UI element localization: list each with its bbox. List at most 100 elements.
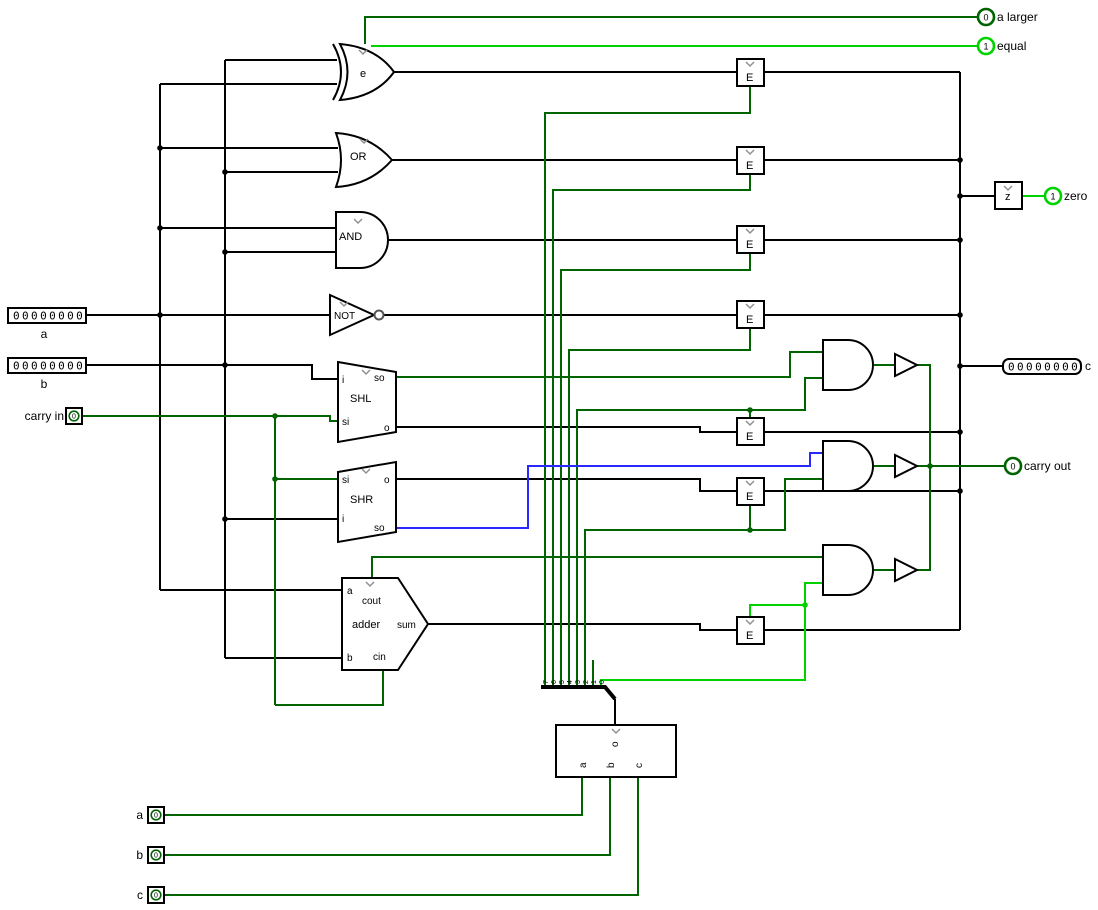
splitter-bit-label: 0 (599, 680, 606, 684)
pin-body (1003, 456, 1023, 476)
enabler-shr: E (736, 477, 765, 506)
decoder-pin-label: b (606, 762, 617, 768)
pin-body[interactable] (7, 307, 87, 324)
junction-dot (222, 249, 228, 255)
input-pin-sel-b[interactable]: 0 (147, 846, 165, 864)
pin-label: o (384, 475, 390, 486)
junction-dot (957, 488, 963, 494)
output-pin-zero-label: zero (1064, 189, 1088, 203)
pin-state[interactable] (150, 849, 162, 861)
pin-value: 0 (154, 893, 158, 900)
junction-dot (802, 602, 808, 608)
enabler-label: E (746, 431, 753, 443)
pin-value: 00000000 (1008, 361, 1080, 374)
pin-state[interactable] (150, 809, 162, 821)
pin-label: o (384, 423, 390, 434)
junction-dot (272, 413, 278, 419)
splitter-bit-label: 4 (567, 680, 574, 684)
junction-dot (957, 429, 963, 435)
pin-value: 0 (154, 853, 158, 860)
not-bubble (373, 309, 385, 321)
gate-label: SHL (350, 393, 371, 405)
enabler-or: E (736, 146, 765, 175)
zero-detect-body (994, 181, 1023, 210)
input-pin-sel-c[interactable]: 0 (147, 886, 165, 904)
pin-label: so (374, 373, 385, 384)
pin-state[interactable] (150, 889, 162, 901)
enabler-not: E (736, 300, 765, 329)
splitter-bit-label: 6 (551, 680, 558, 684)
input-pin-carry-in[interactable]: 0 (65, 407, 83, 425)
pin-label: so (374, 523, 385, 534)
pin-value: 1 (1050, 192, 1055, 202)
buffer-shr-carry (894, 453, 920, 479)
enabler-body (736, 616, 765, 645)
low-junctions (272, 407, 933, 533)
splitter-bit-label: 3 (575, 680, 582, 684)
input-pin-sel-a[interactable]: 0 (147, 806, 165, 824)
input-pin-sel-a-label: a (136, 808, 143, 822)
enabler-label: E (746, 630, 753, 642)
facing-notch-icons (339, 49, 1013, 735)
output-pin-zero: 1 (1043, 186, 1063, 206)
junction-dot (957, 237, 963, 243)
junction-dot (222, 516, 228, 522)
enabler-body (736, 417, 765, 446)
xor-body (338, 42, 396, 102)
gate-label: adder (352, 619, 380, 631)
wire-floating (396, 452, 823, 529)
enabler-label: E (746, 160, 753, 172)
output-pin-c: 00000000 (1002, 358, 1082, 375)
junction-dot (927, 463, 933, 469)
or-gate: OR (334, 131, 394, 189)
junction-dot (747, 407, 753, 413)
input-pin-sel-b-label: b (136, 848, 143, 862)
pin-label: si (342, 475, 349, 486)
junction-dot (222, 169, 228, 175)
junction-dot (272, 476, 278, 482)
input-pin-b-label: b (41, 377, 48, 391)
decoder-pin-label: o (610, 741, 621, 747)
pin-state[interactable] (68, 410, 80, 422)
pin-label: cout (362, 596, 381, 607)
enabler-xor: E (736, 58, 765, 87)
pin-body (976, 36, 996, 56)
splitter-bit-label: 1 (591, 680, 598, 684)
shl-shifter: i so SHL si o (337, 360, 397, 444)
wire-bus (86, 59, 1003, 725)
splitter-bit-label: 7 (543, 680, 550, 684)
pin-value: 00000000 (13, 360, 85, 373)
not-gate: NOT (329, 293, 385, 337)
output-pin-c-label: c (1085, 359, 1091, 373)
buffer-shl-carry (894, 352, 920, 378)
bus-wires (86, 59, 1003, 725)
pin-body (1002, 358, 1082, 375)
output-pin-carry-out-label: carry out (1024, 459, 1071, 473)
comparator-e-gate: e (332, 42, 396, 102)
junction-dot (957, 363, 963, 369)
junction-dot (157, 145, 163, 151)
decoder-pin-label: c (634, 763, 645, 768)
shr-body (337, 460, 397, 544)
junction-dot (957, 312, 963, 318)
pin-body (1043, 186, 1063, 206)
pin-body[interactable] (7, 357, 87, 374)
pin-value: 0 (72, 414, 76, 421)
input-pin-a[interactable]: 00000000 (7, 307, 87, 324)
pin-value: 00000000 (13, 310, 85, 323)
output-pin-a-larger: 0 (976, 7, 996, 27)
input-pin-b[interactable]: 00000000 (7, 357, 87, 374)
gate-label: AND (339, 231, 362, 243)
output-pin-carry-out: 0 (1003, 456, 1023, 476)
input-pin-carry-in-label: carry in (25, 409, 64, 423)
junction-dot (157, 312, 163, 318)
pin-label: b (347, 653, 353, 664)
wire-high (371, 45, 1045, 687)
junction-dot (222, 362, 228, 368)
enabler-body (736, 146, 765, 175)
pin-label: a (347, 586, 353, 597)
pin-label: si (342, 417, 349, 428)
gate-label: e (360, 68, 366, 80)
and-gate-shr-carry (822, 440, 874, 492)
gate-label: SHR (350, 494, 373, 506)
